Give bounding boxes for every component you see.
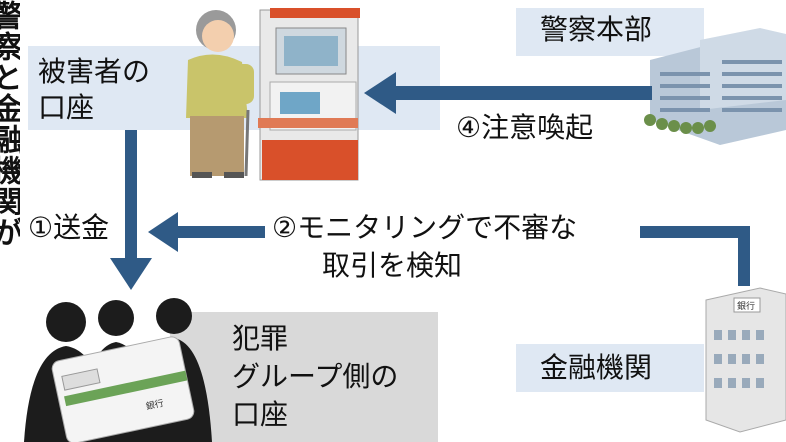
atm-machine-icon [258,8,360,181]
police-hq-box [516,8,704,56]
arrow-step2 [148,212,750,286]
vertical-title: 警察と金融機関が [0,0,20,248]
arrow-step4 [364,72,652,114]
police-building-icon [644,28,786,145]
card-text: 銀行 [145,397,165,412]
bank-sign-text: 銀行 [737,300,755,311]
elderly-person-icon [186,10,254,178]
bank-label: 金融機関 [540,351,653,384]
bank-building-icon: 銀行 [705,287,786,433]
bank-box [516,344,704,392]
criminal-account-label: 犯罪 グループ側の 口座 [232,322,399,431]
bank-card-icon: 銀行 [51,336,195,442]
arrow-step1 [110,130,152,290]
criminal-account-box [170,312,438,442]
step2-label-line1: ②モニタリングで不審な [270,210,580,246]
step4-label: ④注意喚起 [456,111,594,144]
victim-account-label: 被害者の 口座 [38,55,151,124]
step1-label: ①送金 [28,211,110,244]
step2-label-line2: 取引を検知 [322,249,463,282]
police-hq-label: 警察本部 [540,13,653,46]
